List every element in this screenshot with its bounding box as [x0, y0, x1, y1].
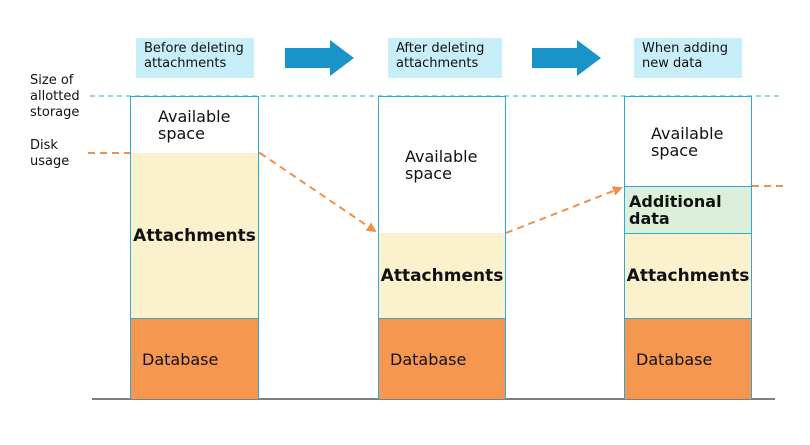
database-segment: Database	[378, 318, 506, 399]
stage-title-before: Before deleting attachments	[136, 38, 254, 78]
available-space-segment: Available space	[378, 96, 506, 233]
disk-usage-arrow-down	[259, 152, 377, 233]
database-segment: Database	[624, 318, 752, 399]
available-space-segment: Available space	[624, 96, 752, 186]
attachments-segment: Attachments	[130, 153, 259, 318]
database-segment: Database	[130, 318, 259, 399]
stage-arrow-2-icon	[532, 40, 601, 76]
additional-data-segment: Additional data	[624, 186, 752, 233]
attachments-segment: Attachments	[378, 233, 506, 318]
attachments-segment: Attachments	[624, 233, 752, 318]
stage-title-adding: When adding new data	[634, 38, 742, 78]
disk-usage-arrow-up	[505, 186, 623, 234]
available-space-segment: Available space	[130, 96, 259, 153]
stage-title-after: After deleting attachments	[388, 38, 502, 78]
allotted-storage-label: Size of allotted storage	[30, 73, 80, 120]
disk-usage-label: Disk usage	[30, 138, 70, 169]
stage-arrow-1-icon	[285, 40, 354, 76]
